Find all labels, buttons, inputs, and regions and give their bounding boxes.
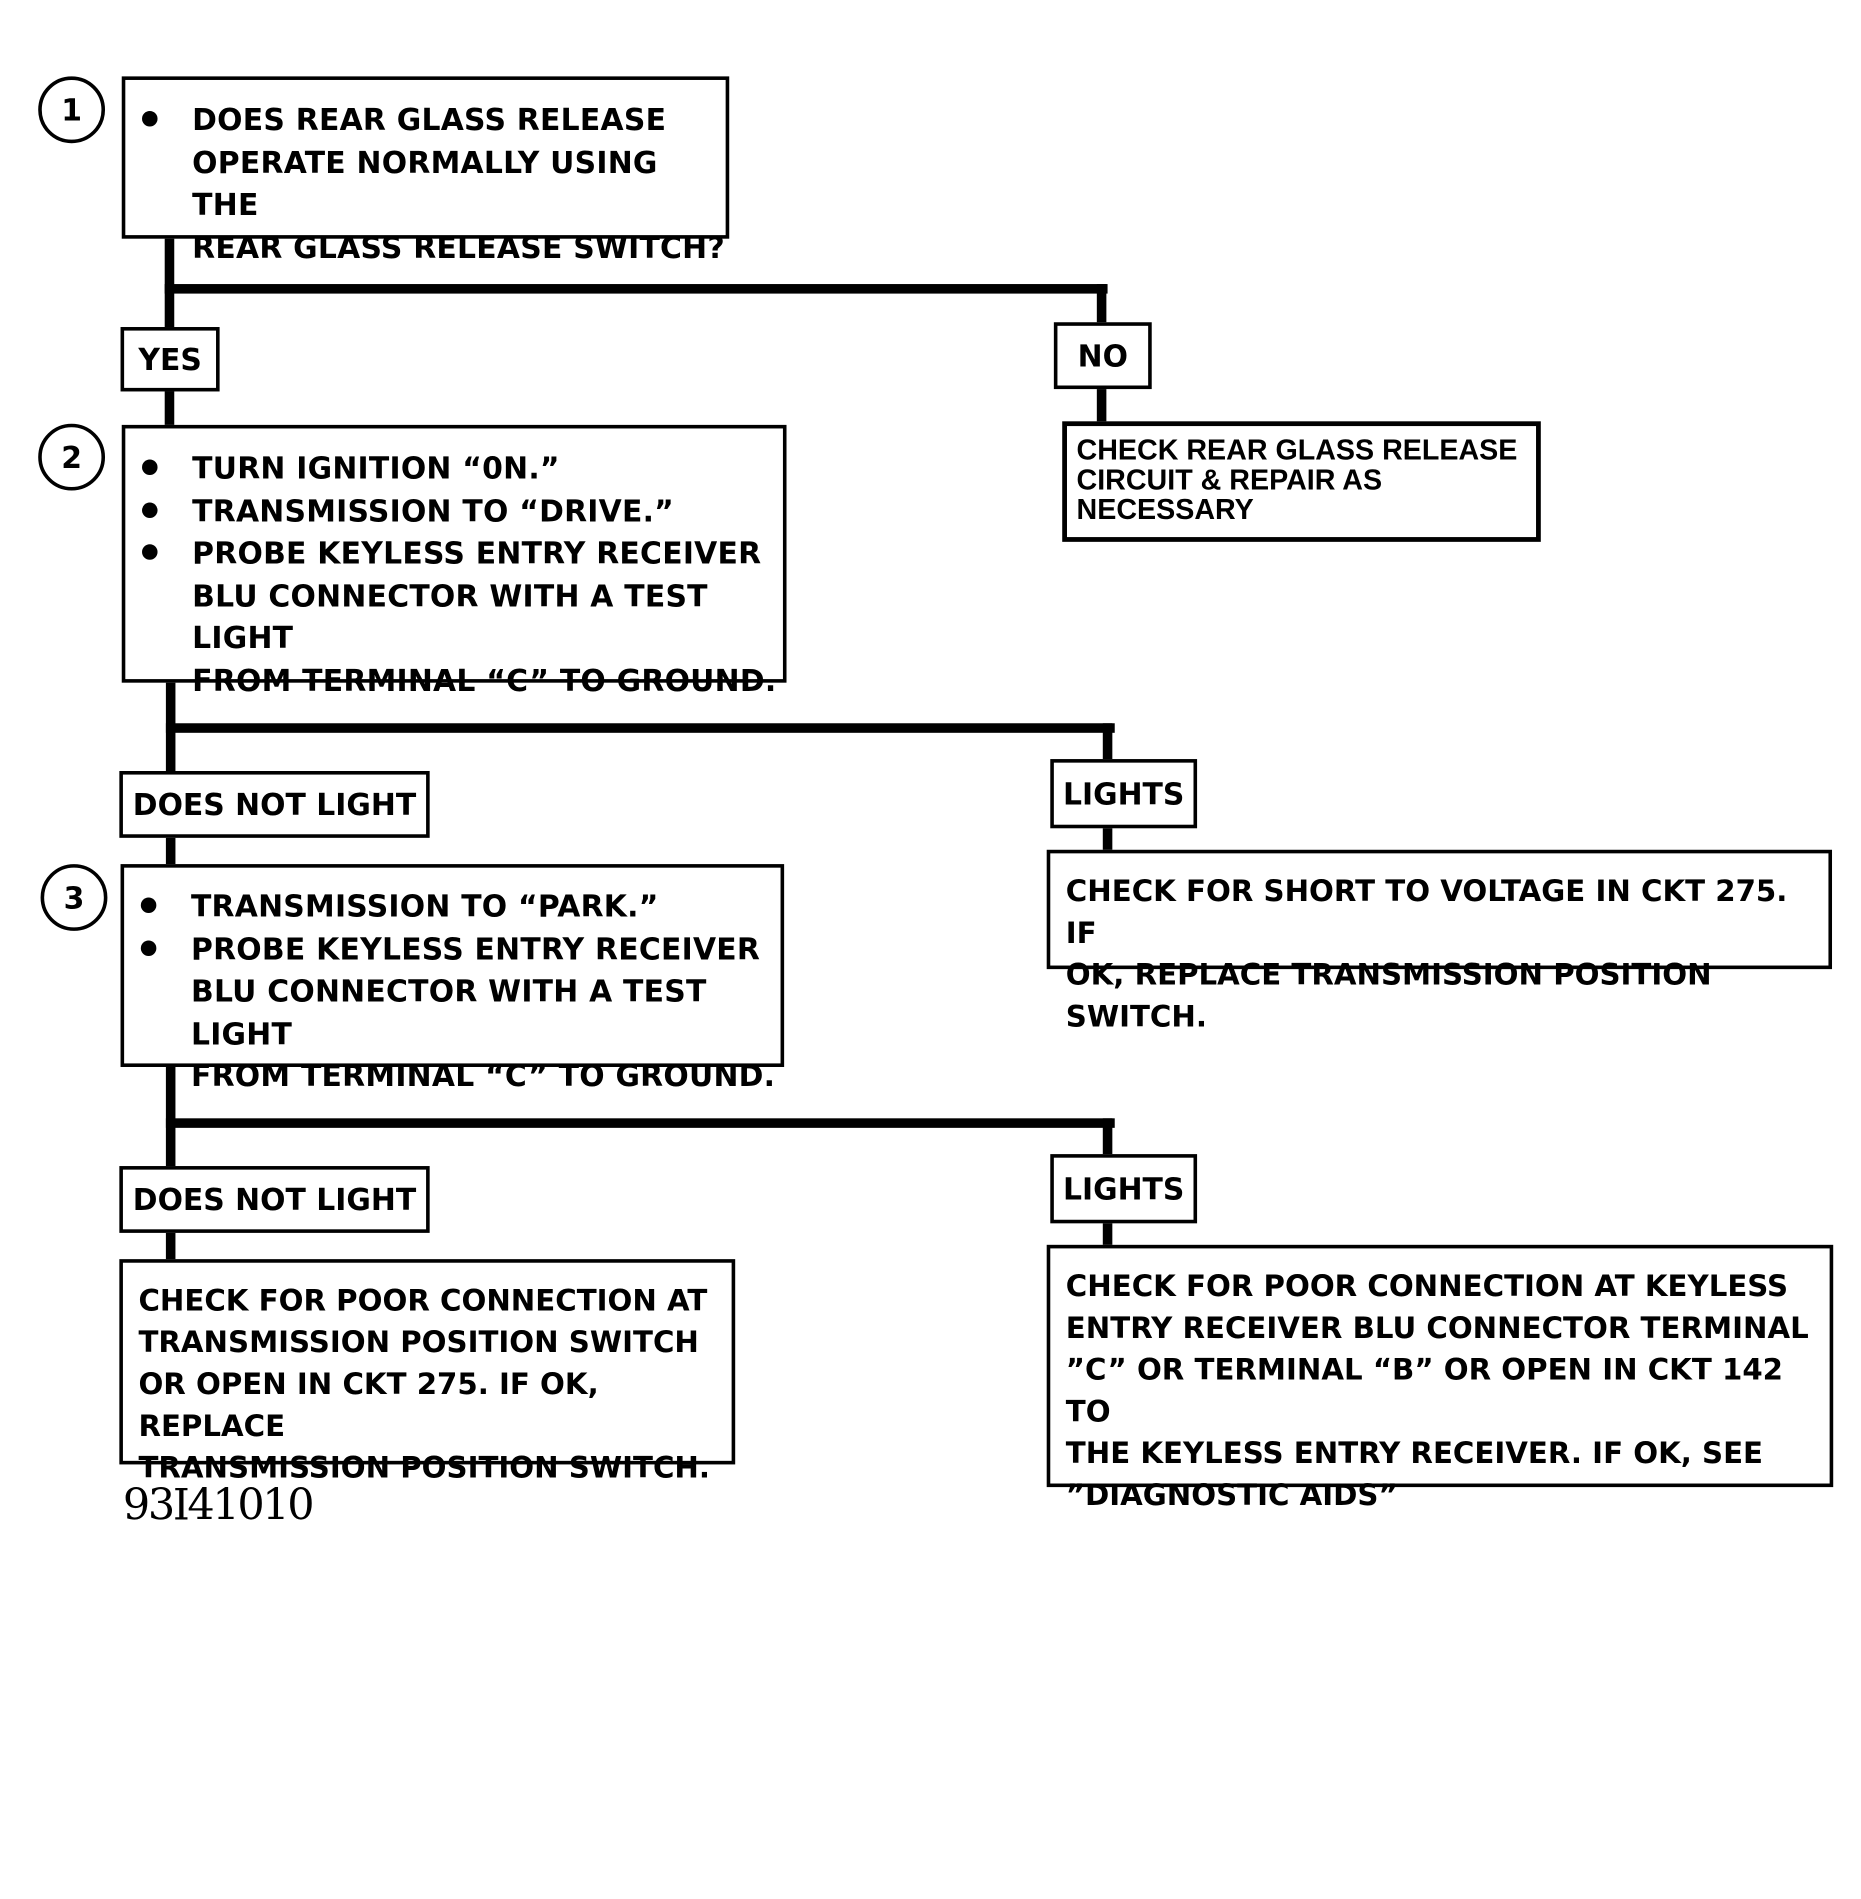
action-poor-connection-switch: CHECK FOR POOR CONNECTION AT TRANSMISSIO… (119, 1259, 736, 1485)
step-box-1: DOES REAR GLASS RELEASE OPERATE NORMALLY… (121, 76, 730, 264)
connector-line (165, 1063, 176, 1169)
bullet-icon (140, 939, 157, 956)
bullet-icon (140, 897, 157, 914)
step-3-text-1: TRANSMISSION TO “PARK.” (190, 889, 659, 924)
connector-line (165, 834, 176, 868)
action-short-to-voltage: CHECK FOR SHORT TO VOLTAGE IN CKT 275. I… (1046, 849, 1833, 1034)
connector-line (164, 284, 1108, 294)
bullet-icon (142, 459, 158, 476)
branch-label-does-not-light-2: DOES NOT LIGHT (119, 1166, 430, 1233)
bullet-icon (142, 110, 158, 127)
bullet-icon (142, 501, 158, 518)
connector-line (1102, 723, 1113, 762)
step-2-bullet-2: TRANSMISSION TO “DRIVE.” (125, 490, 783, 532)
connector-line (1102, 824, 1113, 854)
step-2-bullet-3: PROBE KEYLESS ENTRY RECEIVER BLU CONNECT… (125, 532, 783, 701)
step-2-bullet-1: TURN IGNITION “0N.” (125, 448, 783, 490)
step-3-bullet-2: PROBE KEYLESS ENTRY RECEIVER BLU CONNECT… (124, 928, 780, 1097)
step-3-bullet-1: TRANSMISSION TO “PARK.” (124, 886, 780, 928)
branch-label-lights-1: LIGHTS (1050, 759, 1198, 829)
connector-line (1102, 1219, 1113, 1249)
connector-line (165, 1118, 1115, 1128)
bullet-icon (142, 544, 158, 560)
action-poor-connection-receiver: CHECK FOR POOR CONNECTION AT KEYLESS ENT… (1046, 1244, 1834, 1512)
step-2-text-3: PROBE KEYLESS ENTRY RECEIVER BLU CONNECT… (192, 535, 777, 698)
step-3-text-2: PROBE KEYLESS ENTRY RECEIVER BLU CONNECT… (190, 931, 776, 1094)
step-2-text-2: TRANSMISSION TO “DRIVE.” (192, 493, 675, 529)
step-number-1: 1 (38, 76, 106, 144)
step-box-3: TRANSMISSION TO “PARK.” PROBE KEYLESS EN… (120, 864, 785, 1093)
step-2-text-1: TURN IGNITION “0N.” (192, 451, 560, 486)
connector-line (164, 233, 175, 328)
branch-label-does-not-light-1: DOES NOT LIGHT (119, 771, 430, 838)
step-number-3: 3 (40, 864, 108, 931)
connector-line (164, 387, 175, 429)
step-1-text: DOES REAR GLASS RELEASE OPERATE NORMALLY… (192, 102, 725, 265)
connector-line (1102, 1118, 1113, 1157)
step-box-2: TURN IGNITION “0N.” TRANSMISSION TO “DRI… (121, 424, 787, 698)
connector-line (165, 723, 1115, 733)
connector-line (1096, 284, 1107, 325)
connector-line (1096, 386, 1107, 425)
connector-line (165, 1229, 176, 1262)
branch-label-no: NO (1053, 322, 1152, 390)
branch-label-lights-2: LIGHTS (1050, 1154, 1198, 1224)
step-number-2: 2 (38, 423, 106, 491)
branch-label-yes: YES (120, 327, 220, 392)
figure-id: 93I41010 (122, 1481, 315, 1531)
step-1-bullet: DOES REAR GLASS RELEASE OPERATE NORMALLY… (125, 99, 725, 268)
action-check-release-circuit: CHECK REAR GLASS RELEASE CIRCUIT & REPAI… (1062, 421, 1541, 542)
